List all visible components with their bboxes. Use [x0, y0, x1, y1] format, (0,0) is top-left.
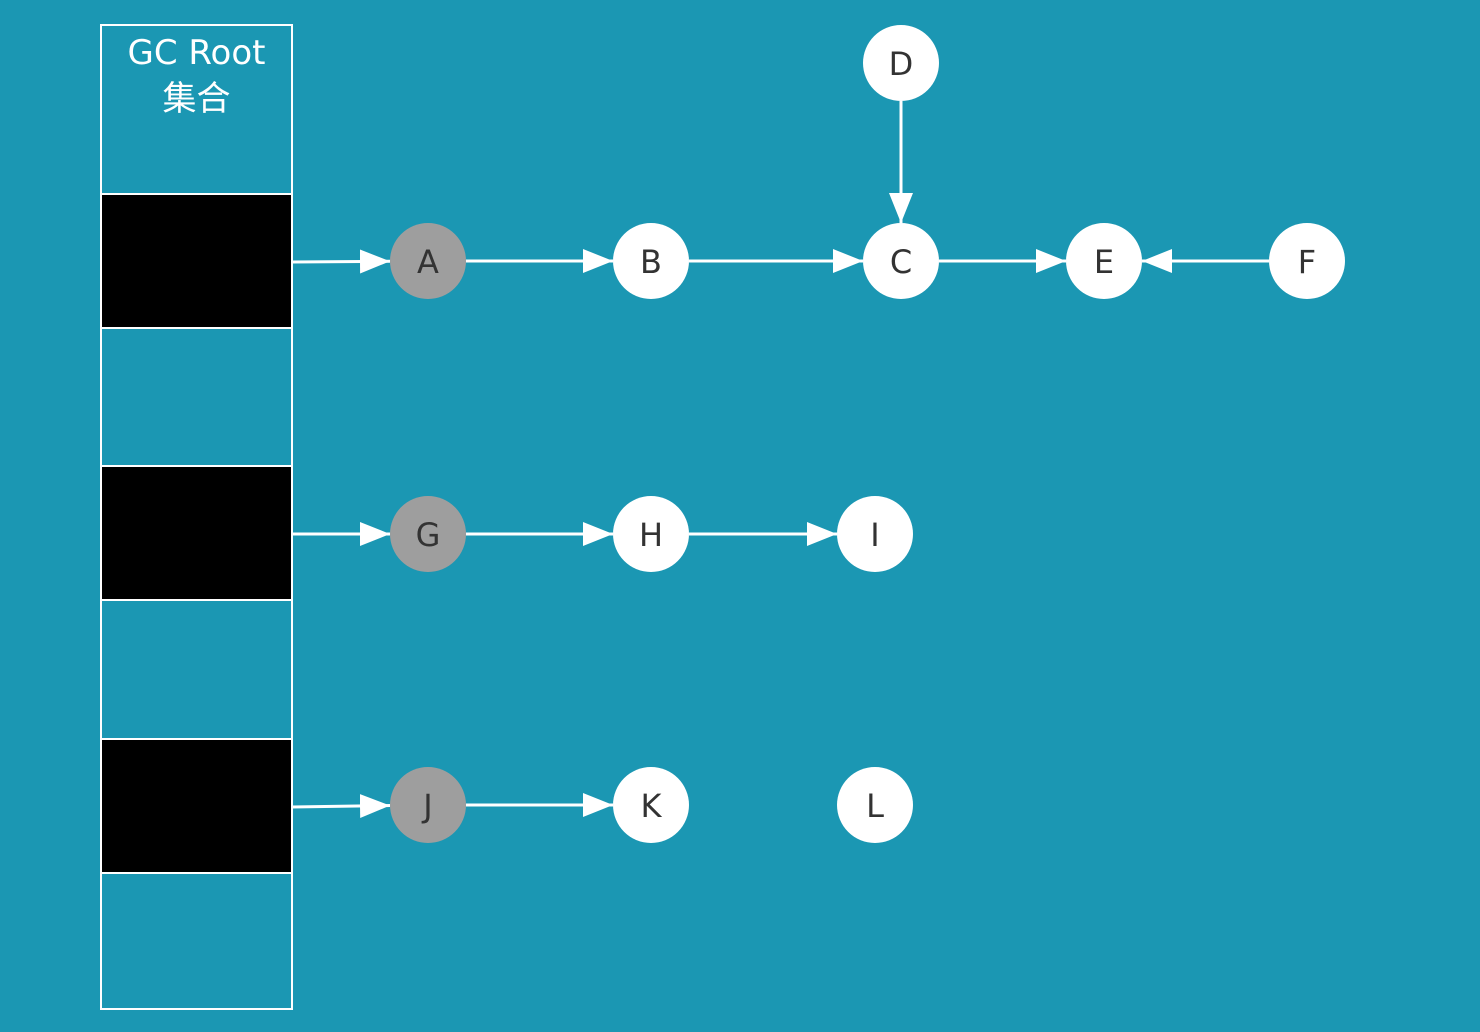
node-g-label: G: [416, 516, 441, 554]
node-j-label: J: [421, 787, 432, 825]
gc-root-title-line1: GC Root: [127, 33, 266, 73]
node-k-circle: [613, 767, 689, 843]
gc-root-slot-1: [100, 193, 293, 329]
node-g-circle: [390, 496, 466, 572]
gc-root-slot-2: [100, 327, 293, 467]
node-c-label: C: [890, 243, 912, 281]
node-f: F: [1269, 223, 1345, 299]
node-k-label: K: [641, 787, 663, 825]
node-d-label: D: [889, 45, 914, 83]
node-l: L: [837, 767, 913, 843]
object-nodes: A B C D E F G H I J K L: [390, 25, 1345, 843]
gc-root-slot-3: [100, 465, 293, 601]
node-b-circle: [613, 223, 689, 299]
node-i: I: [837, 496, 913, 572]
node-i-circle: [837, 496, 913, 572]
node-e-circle: [1066, 223, 1142, 299]
node-a-label: A: [417, 243, 439, 281]
reference-edges: [291, 101, 1269, 818]
gc-root-title-line2: 集合: [162, 79, 231, 119]
gc-root-slot-6: [100, 872, 293, 1010]
node-e: E: [1066, 223, 1142, 299]
node-h-label: H: [639, 516, 663, 554]
node-j: J: [390, 767, 466, 843]
gc-root-slot-4: [100, 599, 293, 740]
node-a-circle: [390, 223, 466, 299]
gc-root-slot-5: [100, 738, 293, 874]
node-l-circle: [837, 767, 913, 843]
node-b: B: [613, 223, 689, 299]
gc-root-slots: [100, 24, 293, 1010]
edge-slot-1-to-A: [291, 249, 391, 274]
node-d-circle: [863, 25, 939, 101]
node-e-label: E: [1094, 243, 1114, 281]
node-d: D: [863, 25, 939, 101]
node-i-label: I: [870, 516, 879, 554]
node-c: C: [863, 223, 939, 299]
edge-slot-5-to-J: [291, 794, 391, 818]
node-h: H: [613, 496, 689, 572]
node-b-label: B: [640, 243, 662, 281]
node-l-label: L: [866, 787, 884, 825]
gc-root-title: GC Root 集合: [101, 30, 292, 122]
node-c-circle: [863, 223, 939, 299]
node-a: A: [390, 223, 466, 299]
node-j-circle: [390, 767, 466, 843]
node-f-circle: [1269, 223, 1345, 299]
node-g: G: [390, 496, 466, 572]
node-k: K: [613, 767, 689, 843]
node-f-label: F: [1298, 243, 1316, 281]
node-h-circle: [613, 496, 689, 572]
